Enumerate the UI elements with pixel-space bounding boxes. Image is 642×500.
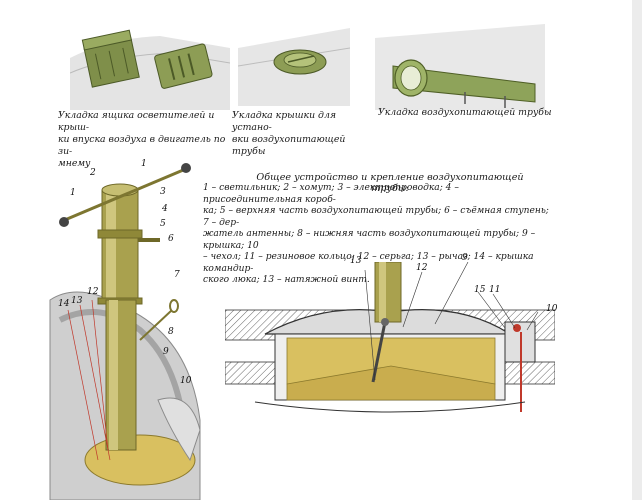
callout-12: 12 — [87, 287, 99, 297]
callout-13: 13 — [71, 296, 83, 306]
diagram-legend: 1 – светильник; 2 – хомут; 3 – электропр… — [203, 183, 549, 285]
callout-9-right: 9 — [462, 253, 468, 263]
callout-15-right: 15 — [474, 285, 486, 295]
callout-9: 9 — [163, 347, 169, 357]
illustration-hatch-cover — [238, 28, 350, 106]
callout-1-left: 1 — [70, 188, 76, 198]
callout-7: 7 — [174, 270, 180, 280]
callout-6: 6 — [168, 234, 174, 244]
callout-1-top: 1 — [141, 159, 147, 169]
diagram-title: Общее устройство и крепление воздухопита… — [256, 172, 524, 194]
callout-3: 3 — [160, 187, 166, 197]
callout-12-right: 12 — [416, 263, 428, 273]
callout-14: 14 — [58, 299, 70, 309]
callout-11-right: 11 — [489, 285, 501, 295]
callout-10: 10 — [180, 376, 192, 386]
callout-4: 4 — [162, 204, 168, 214]
page-edge — [632, 0, 642, 500]
illustration-cross-section — [225, 262, 555, 413]
callout-13-right: 13 — [350, 256, 362, 266]
callout-2: 2 — [90, 168, 96, 178]
callout-5: 5 — [160, 219, 166, 229]
caption-air-pipe-stowed: Укладка воздухопитающей трубы — [378, 107, 552, 118]
callout-8: 8 — [168, 327, 174, 337]
caption-lights-box: Укладка ящика осветителей и крыш- ки впу… — [58, 110, 226, 169]
callout-10-right: 10 — [546, 304, 558, 314]
illustration-air-pipe-mounted — [49, 163, 201, 500]
caption-hatch-cover: Укладка крышки для устано- вки воздухопи… — [232, 110, 346, 157]
illustration-lights-box — [70, 29, 230, 110]
illustration-air-pipe-stowed — [375, 24, 545, 110]
